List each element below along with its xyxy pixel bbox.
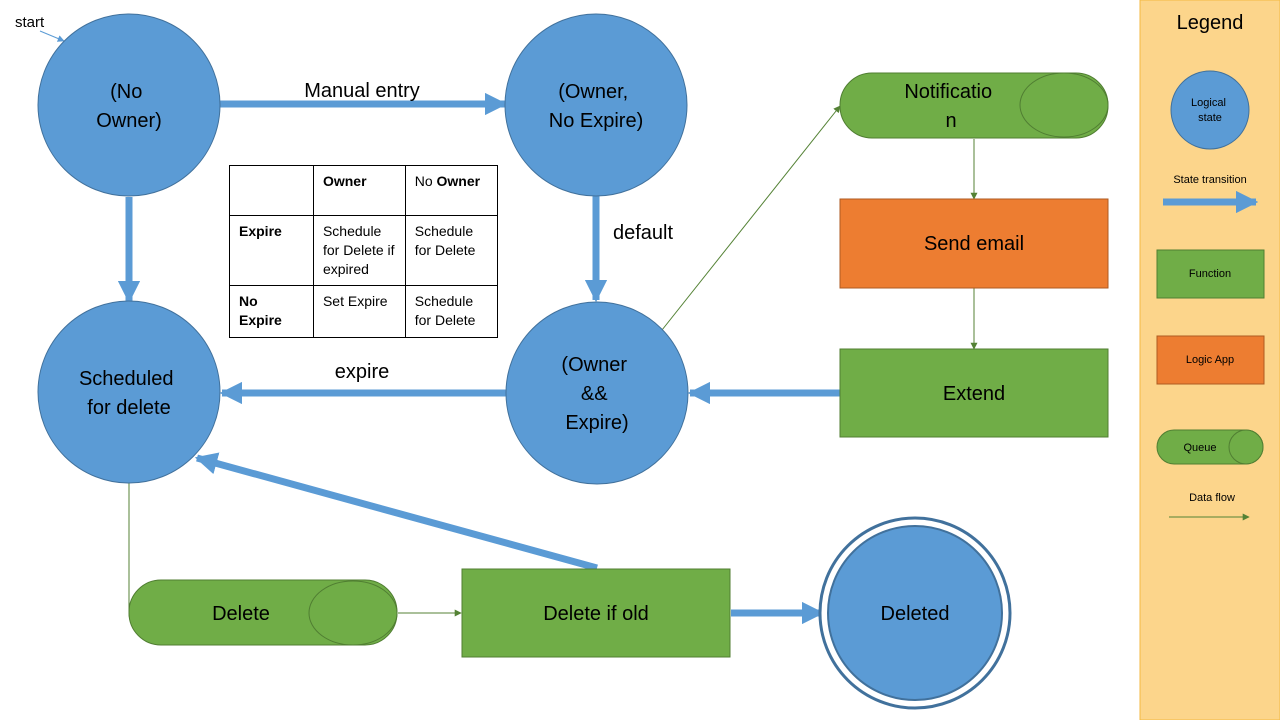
legend-dataflow-label: Data flow bbox=[1189, 492, 1235, 504]
state-no-owner-label-line1: (No bbox=[110, 81, 142, 103]
logic-app-send-email bbox=[839, 198, 1109, 289]
table-row: Expire Schedule for Delete if expired Sche… bbox=[229, 215, 499, 286]
legend-state-shape bbox=[1170, 70, 1250, 150]
state-owner-no-expire-label: (Owner, No Expire) bbox=[549, 81, 643, 132]
table-cell-text: Schedule for Delete if expired bbox=[322, 223, 395, 277]
state-no-owner-label: (No Owner) bbox=[96, 81, 162, 132]
table-cell: Owner bbox=[312, 165, 406, 216]
logic-app-send-email-label: Send email bbox=[924, 233, 1024, 255]
table-cell: Schedule for Delete bbox=[404, 215, 499, 286]
start-arrow bbox=[39, 30, 65, 42]
legend-state-label: Logical state bbox=[1191, 97, 1229, 124]
queue-notification-label-line2: n bbox=[945, 110, 956, 132]
state-owner-no-expire-label-line2: No Expire) bbox=[549, 110, 643, 132]
function-extend-label: Extend bbox=[943, 383, 1005, 405]
legend-logic-app-label: Logic App bbox=[1186, 354, 1234, 366]
table-cell-text: Owner bbox=[322, 173, 367, 189]
function-delete-if-old bbox=[461, 568, 731, 658]
state-deleted-label: Deleted bbox=[881, 603, 950, 625]
state-scheduled-for-delete-label-line2: for delete bbox=[87, 397, 170, 419]
state-owner-no-expire-label-line1: (Owner, bbox=[558, 81, 628, 103]
queue-delete-label: Delete bbox=[212, 603, 270, 625]
state-scheduled-for-delete-label-line1: Scheduled bbox=[79, 368, 174, 390]
state-owner-no-expire bbox=[504, 13, 688, 197]
state-owner-and-expire-label: (Owner && Expire) bbox=[561, 354, 632, 434]
queue-notification bbox=[839, 72, 1109, 139]
transition-label-expire: expire bbox=[335, 361, 389, 383]
table-cell: Set Expire bbox=[312, 285, 406, 338]
state-scheduled-for-delete-label: Scheduled for delete bbox=[79, 368, 179, 419]
legend-logic-app-shape bbox=[1156, 335, 1265, 385]
table-cell bbox=[229, 165, 314, 216]
transition-label-default: default bbox=[613, 222, 673, 244]
legend-queue-shape bbox=[1156, 429, 1264, 465]
dataflow-scheduled-to-delete-queue bbox=[128, 478, 136, 617]
state-scheduled-for-delete bbox=[37, 300, 221, 484]
legend-function-label: Function bbox=[1189, 268, 1231, 280]
legend-function-shape bbox=[1156, 249, 1265, 299]
legend-transition-label: State transition bbox=[1173, 174, 1246, 186]
state-owner-and-expire-label-line1: (Owner bbox=[561, 354, 627, 376]
function-delete-if-old-label: Delete if old bbox=[543, 603, 649, 625]
table-cell-text: Set Expire bbox=[322, 293, 388, 309]
legend-title: Legend bbox=[1177, 12, 1244, 34]
state-deleted bbox=[827, 525, 1003, 701]
table-cell-text: No bbox=[414, 173, 437, 189]
legend-state-label-line1: Logical bbox=[1191, 97, 1226, 109]
table-cell: No Owner bbox=[404, 165, 499, 216]
function-extend bbox=[839, 348, 1109, 438]
queue-notification-label-line1: Notificatio bbox=[904, 81, 992, 103]
transition-label-manual-entry: Manual entry bbox=[304, 80, 420, 102]
state-owner-and-expire bbox=[505, 301, 689, 485]
table-cell: Expire bbox=[229, 215, 314, 286]
transition-delete-if-old-to-scheduled-arrow bbox=[194, 452, 598, 572]
start-label: start bbox=[15, 14, 45, 31]
state-no-owner-label-line2: Owner) bbox=[96, 110, 162, 132]
table-cell-text: No Expire bbox=[239, 293, 282, 328]
table-cell-text: Owner bbox=[436, 173, 481, 189]
dataflow-owner-expire-to-notification bbox=[661, 105, 841, 331]
table-cell-text: Expire bbox=[239, 223, 282, 239]
table-cell-text: Schedule for Delete bbox=[414, 293, 476, 328]
state-no-owner bbox=[37, 13, 221, 197]
table-row: No Expire Set Expire Schedule for Delete bbox=[229, 285, 499, 338]
table-cell-text: Schedule for Delete bbox=[414, 223, 476, 258]
legend-state-label-line2: state bbox=[1198, 112, 1222, 124]
legend-queue-label: Queue bbox=[1183, 442, 1216, 454]
table-cell: Schedule for Delete if expired bbox=[312, 215, 406, 286]
queue-notification-label: Notificatio n bbox=[904, 81, 997, 132]
state-owner-and-expire-label-line3: Expire) bbox=[565, 412, 628, 434]
state-owner-and-expire-label-line2: && bbox=[581, 383, 608, 405]
table-cell: No Expire bbox=[229, 285, 314, 338]
queue-delete bbox=[128, 579, 398, 646]
table-cell: Schedule for Delete bbox=[404, 285, 499, 338]
